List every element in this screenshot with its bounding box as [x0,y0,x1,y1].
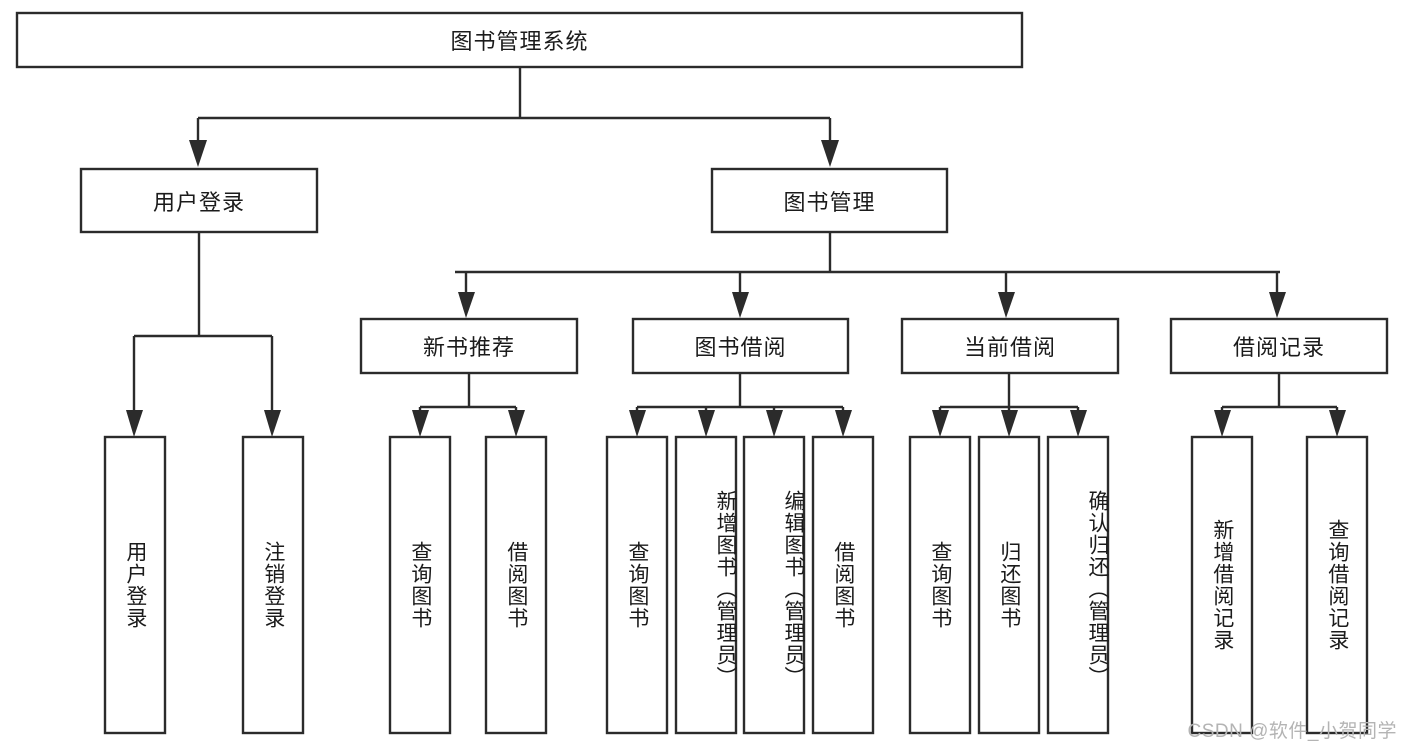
leaf-box-book-borrow-1[interactable] [605,435,669,735]
arrow-level2-new-book [458,292,475,318]
leaf-box-current-borrow-3[interactable] [1046,435,1110,735]
arrow-book-borrow-leaf-1 [629,410,646,437]
leaf-box-borrow-record-2[interactable] [1305,435,1369,735]
leaf-box-current-borrow-2[interactable] [977,435,1041,735]
leaf-box-book-borrow-3[interactable] [742,435,806,735]
leaf-box-new-book-2[interactable] [484,435,548,735]
arrow-user-login-leaf-2 [264,410,281,437]
leaf-box-book-borrow-4[interactable] [811,435,875,735]
arrow-level2-current-borrow [998,292,1015,318]
leaf-box-book-borrow-2[interactable] [674,435,738,735]
arrow-current-borrow-leaf-2 [1001,410,1018,437]
leaf-box-user-login-2[interactable] [241,435,305,735]
node-book-borrow-box[interactable] [631,317,850,375]
arrow-book-borrow-leaf-4 [835,410,852,437]
arrow-level2-book-borrow [732,292,749,318]
leaf-box-current-borrow-1[interactable] [908,435,972,735]
arrow-user-login-leaf-1 [126,410,143,437]
node-user-login-box[interactable] [79,167,319,234]
leaf-box-borrow-record-1[interactable] [1190,435,1254,735]
arrow-current-borrow-leaf-1 [932,410,949,437]
arrow-new-book-leaf-2 [508,410,525,437]
arrow-borrow-record-leaf-2 [1329,410,1346,437]
arrow-level1-user-login [189,140,207,167]
arrow-book-borrow-leaf-2 [698,410,715,437]
node-borrow-record-box[interactable] [1169,317,1389,375]
arrow-book-borrow-leaf-3 [766,410,783,437]
arrow-current-borrow-leaf-3 [1070,410,1087,437]
node-new-book-recommend-box[interactable] [359,317,579,375]
leaf-box-new-book-1[interactable] [388,435,452,735]
arrow-new-book-leaf-1 [412,410,429,437]
node-root-box[interactable] [15,11,1024,69]
leaf-box-user-login-1[interactable] [103,435,167,735]
arrow-borrow-record-leaf-1 [1214,410,1231,437]
node-book-management-box[interactable] [710,167,949,234]
arrow-level2-borrow-record [1269,292,1286,318]
node-current-borrow-box[interactable] [900,317,1120,375]
arrow-level1-book-mgmt [821,140,839,167]
